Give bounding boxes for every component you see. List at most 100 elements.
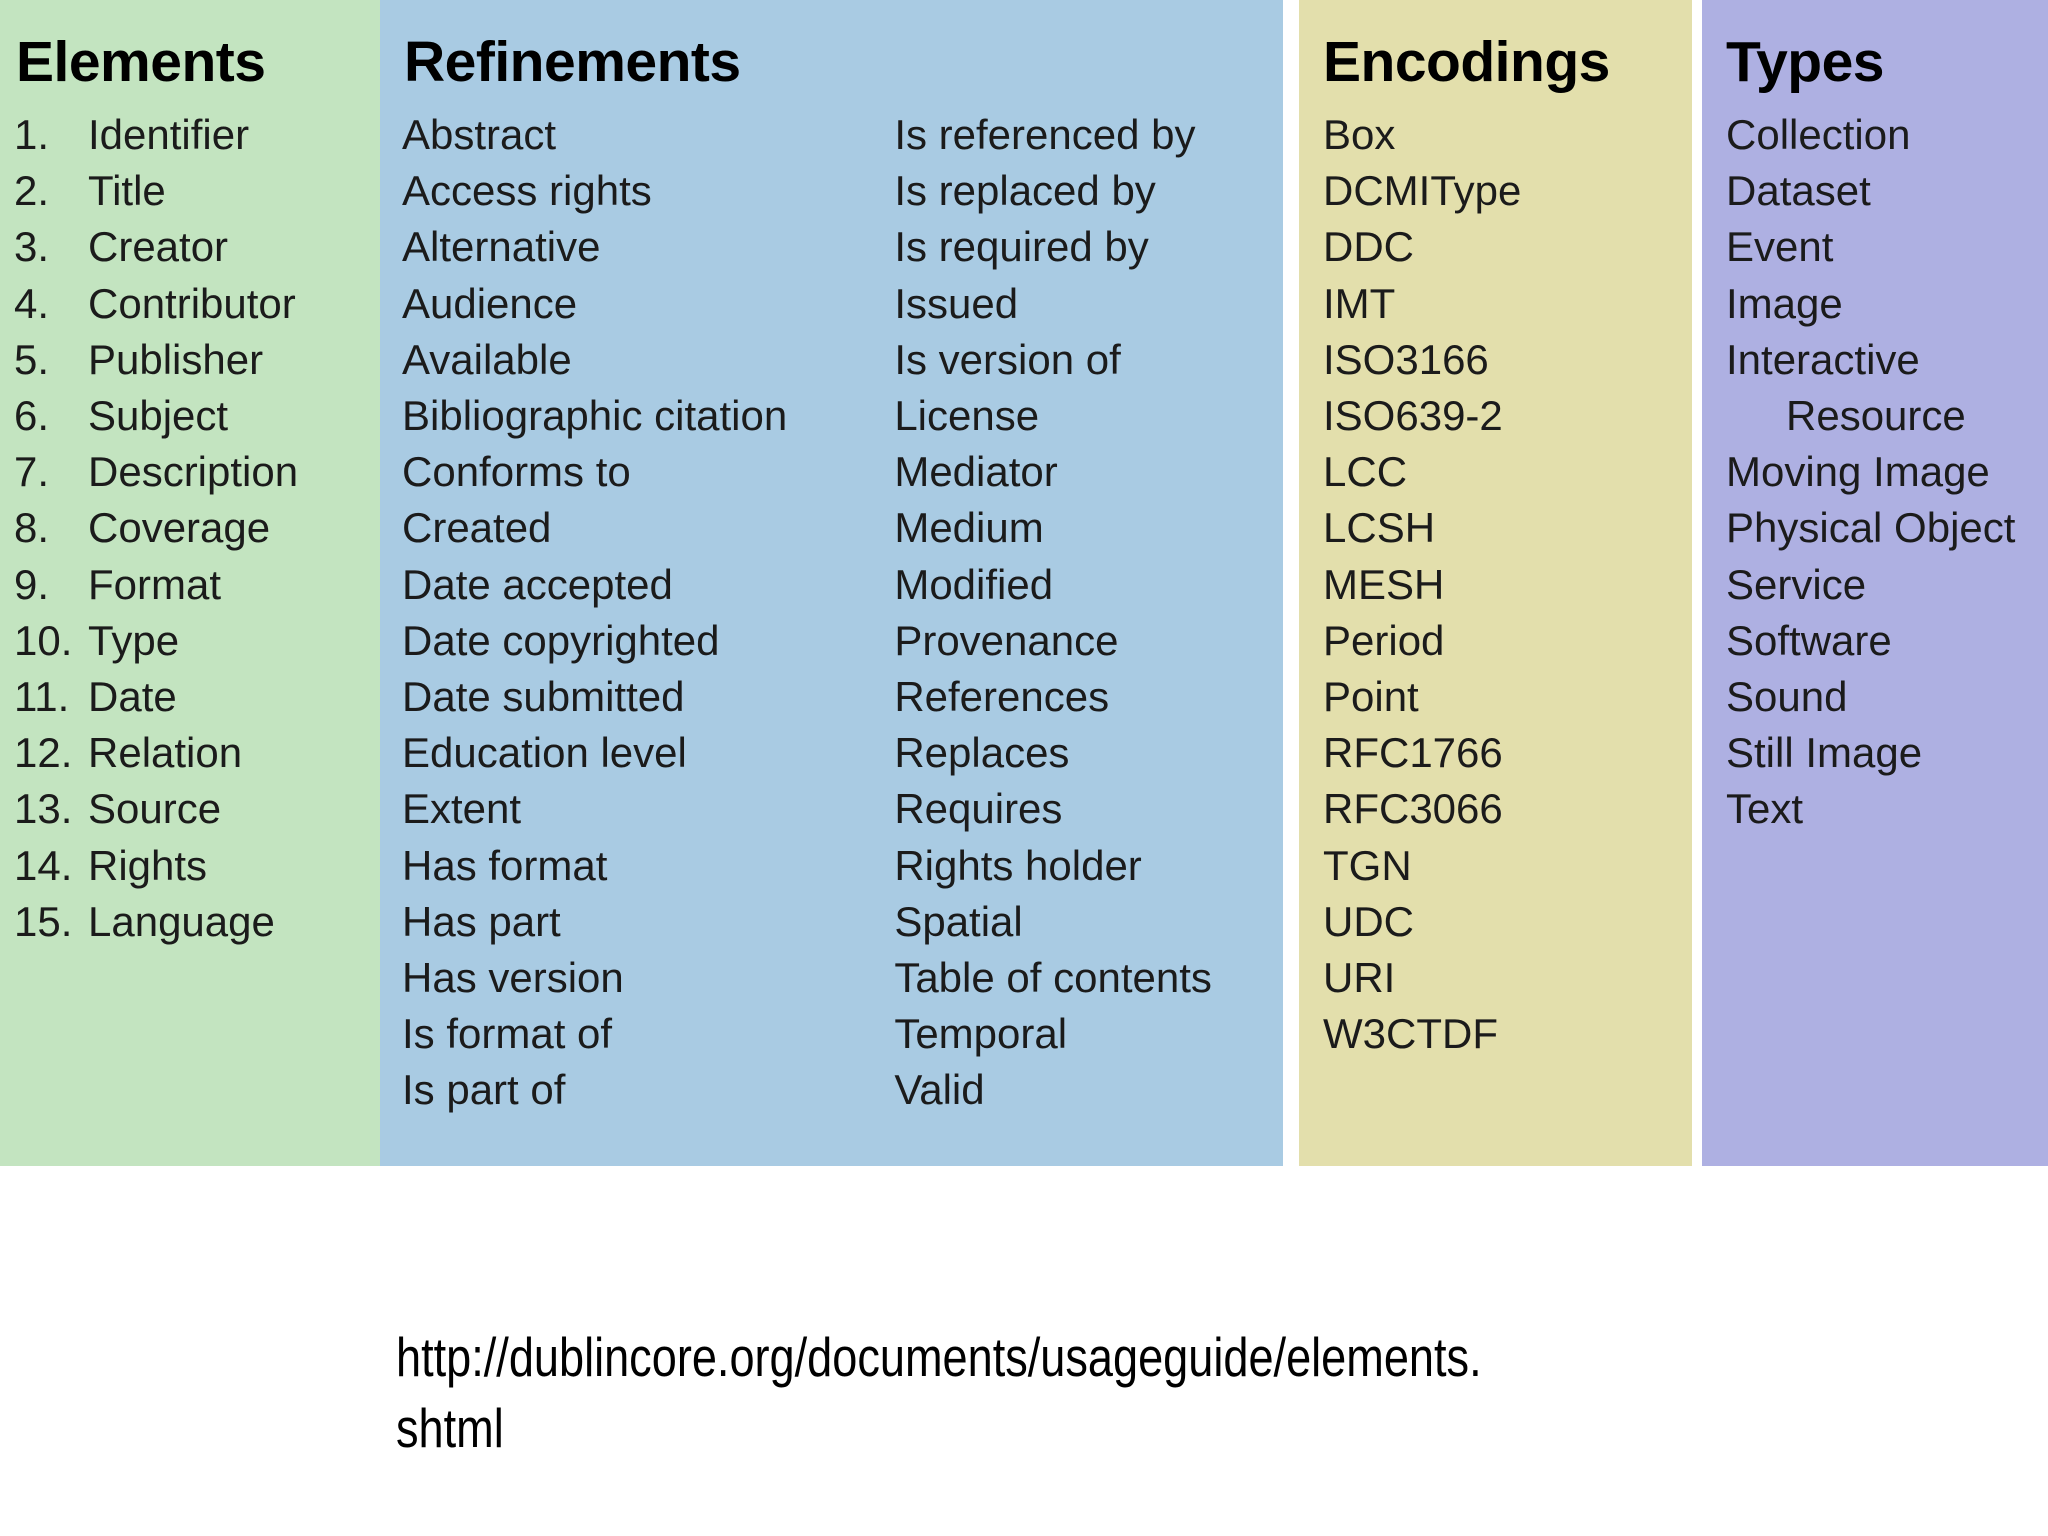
item-number: 6. — [14, 392, 50, 440]
refinements-lists: Abstract Access rights Alternative Audie… — [402, 107, 1283, 1119]
list-item: 15. Language — [14, 894, 380, 950]
column-gap-divider — [1283, 0, 1299, 1166]
list-item: 12. Relation — [14, 725, 380, 781]
list-item: 7. Description — [14, 444, 380, 500]
list-item: Has part — [402, 897, 561, 945]
list-item: License — [894, 392, 1040, 440]
list-item: Bibliographic citation — [402, 392, 788, 440]
list-item: IMT — [1323, 279, 1396, 327]
list-item: Collection — [1726, 111, 1911, 158]
list-item: 2. Title — [14, 163, 380, 219]
refinements-list-left: Abstract Access rights Alternative Audie… — [402, 107, 894, 1119]
elements-column-title: Elements — [16, 30, 266, 94]
list-item: MESH — [1323, 560, 1445, 608]
source-url-caption: http://dublincore.org/documents/usagegui… — [396, 1326, 1482, 1459]
item-label: Rights — [88, 841, 208, 889]
list-item: Created — [402, 504, 552, 552]
list-item: Temporal — [894, 1010, 1068, 1058]
item-number: 11. — [14, 673, 70, 721]
item-number: 5. — [14, 335, 50, 383]
list-item: RFC3066 — [1323, 785, 1503, 833]
item-number: 4. — [14, 279, 50, 327]
refinements-column-title: Refinements — [404, 30, 741, 94]
item-label: Format — [88, 560, 222, 608]
item-label: Title — [88, 167, 166, 215]
list-item: DCMIType — [1323, 167, 1522, 215]
item-number: 2. — [14, 167, 50, 215]
list-item: Moving Image — [1726, 448, 1990, 496]
list-item: W3CTDF — [1323, 1010, 1498, 1058]
encodings-column: Encodings Box DCMIType DDC IMT ISO3166 I… — [1299, 0, 1692, 1166]
list-item: 4. Contributor — [14, 276, 380, 332]
list-item: LCC — [1323, 448, 1408, 496]
item-label: Contributor — [88, 279, 296, 327]
list-item: Physical Object — [1726, 504, 2016, 552]
item-number: 15. — [14, 897, 73, 945]
list-item: Is version of — [894, 335, 1121, 383]
list-item: 11. Date — [14, 669, 380, 725]
list-item: 1. Identifier — [14, 107, 380, 163]
types-column-title: Types — [1726, 30, 1885, 94]
item-label: Publisher — [88, 335, 264, 383]
list-item: Is required by — [894, 223, 1149, 271]
refinements-list-right: Is referenced by Is replaced by Is requi… — [894, 107, 1283, 1119]
item-label: Identifier — [88, 111, 250, 158]
list-item: Table of contents — [894, 954, 1212, 1002]
list-item: Requires — [894, 785, 1063, 833]
item-label: Subject — [88, 392, 229, 440]
list-item: Point — [1323, 673, 1419, 721]
item-number: 1. — [14, 111, 50, 158]
elements-column: Elements 1. Identifier 2. Title 3. Creator … — [0, 0, 380, 1166]
list-item: Spatial — [894, 897, 1023, 945]
list-item: Modified — [894, 560, 1054, 608]
list-item: Is replaced by — [894, 167, 1156, 215]
list-item: Date submitted — [402, 673, 685, 721]
column-gap-divider — [1692, 0, 1702, 1166]
refinements-column: Refinements Abstract Access rights Alter… — [380, 0, 1283, 1166]
list-item: DDC — [1323, 223, 1414, 271]
item-label: Language — [88, 897, 275, 945]
item-label: Relation — [88, 729, 243, 777]
list-item: Valid — [894, 1066, 985, 1114]
list-item: Issued — [894, 279, 1019, 327]
list-item: Image — [1726, 279, 1843, 327]
list-item: 10. Type — [14, 613, 380, 669]
list-item: Replaces — [894, 729, 1070, 777]
item-label: Description — [88, 448, 299, 496]
list-item: Is referenced by — [894, 111, 1196, 158]
item-number: 8. — [14, 504, 50, 552]
list-item: Date accepted — [402, 560, 673, 608]
item-label: Creator — [88, 223, 229, 271]
item-number: 12. — [14, 729, 73, 777]
list-item: Interactive — [1726, 335, 1920, 383]
encodings-column-title: Encodings — [1323, 30, 1610, 94]
list-item: 9. Format — [14, 557, 380, 613]
list-item: Conforms to — [402, 448, 631, 496]
item-number: 7. — [14, 448, 50, 496]
list-item: ISO639-2 — [1323, 392, 1503, 440]
item-number: 10. — [14, 616, 73, 664]
list-item: Extent — [402, 785, 522, 833]
list-item: Rights holder — [894, 841, 1142, 889]
list-item-continuation: Resource — [1786, 392, 1966, 440]
list-item: Still Image — [1726, 729, 1923, 777]
list-item: Audience — [402, 279, 578, 327]
item-label: Date — [88, 673, 177, 721]
list-item: Mediator — [894, 448, 1058, 496]
list-item: Is format of — [402, 1010, 613, 1058]
item-label: Type — [88, 616, 180, 664]
item-label: Source — [88, 785, 222, 833]
list-item: Date copyrighted — [402, 616, 720, 664]
list-item: Box — [1323, 111, 1396, 158]
item-number: 3. — [14, 223, 50, 271]
dublin-core-reference-table: Elements 1. Identifier 2. Title 3. Creator … — [0, 0, 2048, 1166]
elements-list: 1. Identifier 2. Title 3. Creator 4. Contrib… — [14, 107, 380, 950]
types-list: Collection Dataset Event Image Interacti… — [1726, 107, 2048, 838]
list-item: RFC1766 — [1323, 729, 1503, 777]
list-item: 8.Coverage — [14, 500, 380, 556]
list-item: Provenance — [894, 616, 1119, 664]
item-number: 13. — [14, 785, 73, 833]
list-item: Alternative — [402, 223, 601, 271]
item-number: 9. — [14, 560, 50, 608]
list-item: Event — [1726, 223, 1834, 271]
